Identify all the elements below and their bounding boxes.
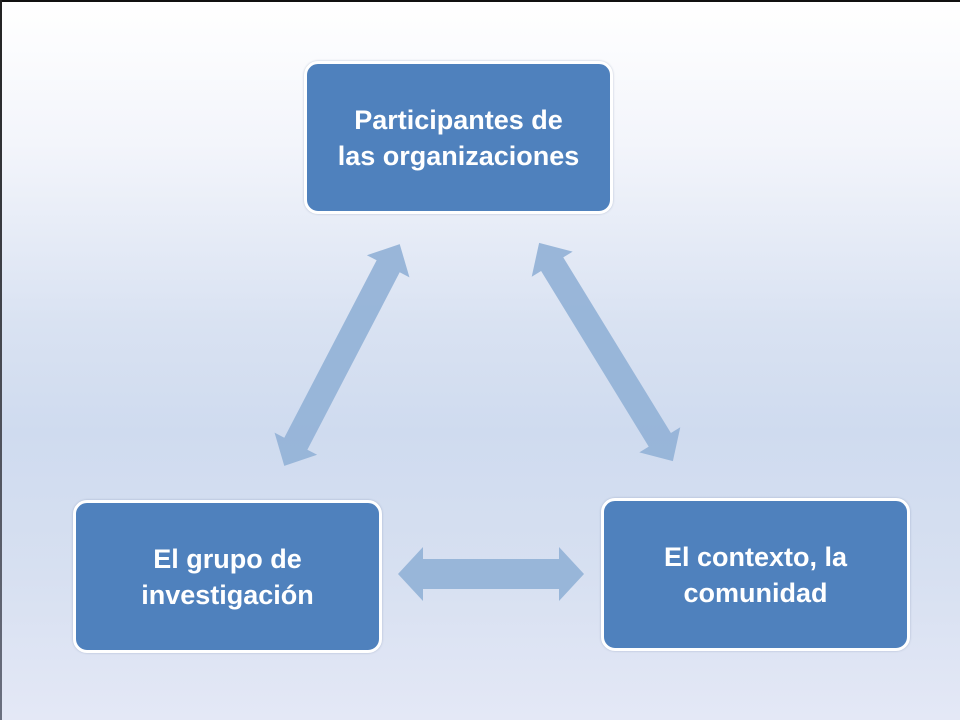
node-right-line1: El contexto, la bbox=[663, 541, 848, 572]
node-top-line1: Participantes de bbox=[354, 104, 563, 135]
slide-border-top bbox=[0, 0, 960, 2]
arrow-left-top bbox=[274, 244, 410, 466]
node-participantes-organizaciones: Participantes de las organizaciones bbox=[304, 61, 613, 214]
node-left-line1: El grupo de bbox=[153, 543, 302, 574]
arrow-left-right bbox=[398, 547, 584, 601]
node-left-line2: investigación bbox=[141, 579, 314, 610]
slide-border-left bbox=[0, 0, 2, 720]
node-right-line2: comunidad bbox=[683, 577, 828, 608]
node-contexto-comunidad: El contexto, la comunidad bbox=[601, 498, 910, 651]
node-grupo-investigacion: El grupo de investigación bbox=[73, 500, 382, 653]
arrow-top-right bbox=[531, 242, 681, 462]
node-top-line2: las organizaciones bbox=[337, 140, 580, 171]
